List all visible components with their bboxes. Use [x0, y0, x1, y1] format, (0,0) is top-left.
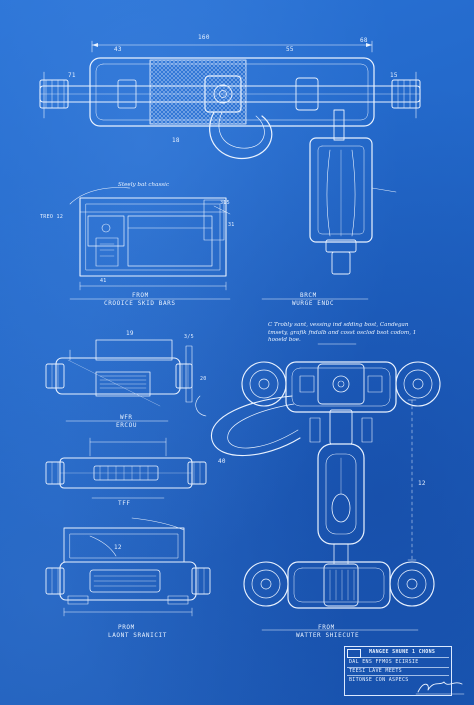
- bottom-caption: LAONT SRANICIT: [108, 632, 167, 639]
- bottom-caption-heading: PROM: [118, 624, 135, 631]
- overall-dimension: 160: [198, 34, 210, 41]
- front-base-dimension: 41: [100, 278, 107, 284]
- bottom-detail: [45, 517, 211, 617]
- dimension-left: 43: [114, 46, 122, 53]
- side-caption: WURGE ENDC: [292, 300, 335, 307]
- dimension-mid: 55: [286, 46, 294, 53]
- front-caption: CROOICE SKID BARS: [104, 300, 176, 307]
- front-view-note: Steely bat chassic: [118, 182, 170, 188]
- assembly-length-dimension: 12: [418, 480, 426, 487]
- title-block-logo: [347, 649, 361, 658]
- assembly-caption: WATTER SHIECUTE: [296, 632, 360, 639]
- assembly-note: C Trobly sant, vessing ind sdding bost, …: [268, 322, 417, 343]
- mid-dimension-side: 20: [200, 376, 207, 382]
- title-block-row-3: BITONSE CON ASPECS: [349, 677, 409, 683]
- front-side-label: TREO 12: [40, 214, 64, 220]
- small-caption: TFF: [118, 500, 131, 507]
- front-view: [69, 187, 369, 300]
- mid-dimension-right: 3/5: [184, 334, 194, 340]
- title-block-divider: [347, 675, 449, 676]
- mid-caption: ERCOU: [116, 422, 138, 429]
- handle-dimension: 18: [172, 137, 180, 144]
- small-detail: [45, 437, 207, 499]
- title-block-row-1: DAL ENS FFMOS ECIRSIE: [349, 659, 419, 665]
- title-block-divider: [347, 667, 449, 668]
- assembly-side-dimension: 40: [218, 458, 226, 465]
- assembly-caption-heading: FROM: [318, 624, 335, 631]
- title-block-title: MANGEE SHUNE 1 CHONS: [369, 649, 436, 655]
- dimension-right: 68: [360, 37, 368, 44]
- right-assembly: [211, 343, 441, 631]
- grip-mesh: [149, 59, 247, 125]
- side-caption-heading: BRCM: [300, 292, 317, 299]
- left-marker: 71: [68, 72, 76, 79]
- front-dimension-b: 31: [228, 222, 235, 228]
- front-dimension-a: 315: [220, 200, 230, 206]
- mid-caption-heading: WFR: [120, 414, 133, 421]
- title-block-divider: [347, 657, 449, 658]
- front-caption-heading: FROM: [132, 292, 149, 299]
- right-marker: 15: [390, 72, 398, 79]
- top-view: [39, 40, 421, 275]
- title-block-row-2: TEESI LAVE MEETS: [349, 668, 402, 674]
- bottom-marker: 12: [114, 544, 122, 551]
- mid-detail: [45, 339, 207, 422]
- mid-dimension-top: 19: [126, 330, 134, 337]
- title-block: MANGEE SHUNE 1 CHONS DAL ENS FFMOS ECIRS…: [344, 646, 452, 696]
